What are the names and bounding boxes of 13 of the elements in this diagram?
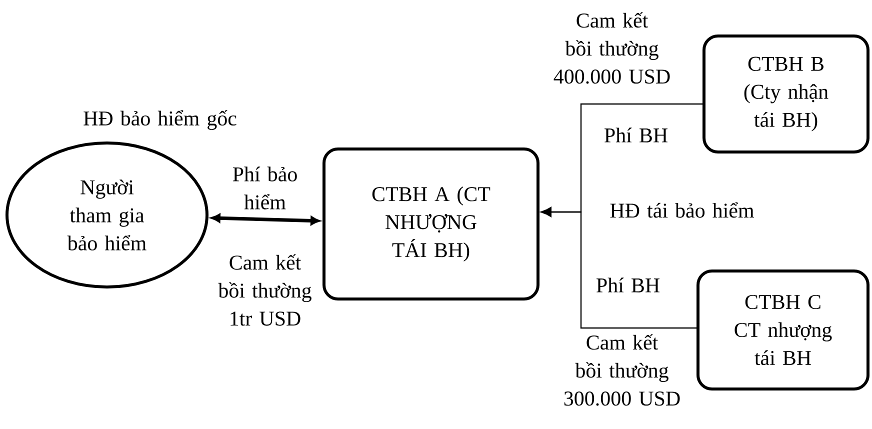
note-text: HĐ tái bảo hiểm bbox=[610, 202, 754, 218]
note-text: Phí BH bbox=[596, 278, 660, 292]
rounded-box: CTBH B (Cty nhận tái BH) bbox=[702, 34, 870, 154]
edge-label: Phí bảo hiểm bbox=[219, 166, 311, 210]
note-text: Cam kết bồi thường 300.000 USD bbox=[564, 334, 680, 406]
note-text: Phí BH bbox=[604, 128, 668, 142]
rounded-box: CTBH C CT nhượng tái BH bbox=[696, 270, 870, 390]
arrow bbox=[540, 207, 696, 329]
note-text: Cam kết bồi thường 1tr USD bbox=[218, 254, 312, 326]
ellipse-node: Người tham gia bảo hiểm bbox=[6, 142, 208, 288]
arrow bbox=[211, 214, 320, 226]
rounded-box: CTBH A (CT NHƯỢNG TÁI BH) bbox=[322, 148, 540, 300]
note-text: Cam kết bồi thường 400.000 USD bbox=[554, 12, 670, 84]
